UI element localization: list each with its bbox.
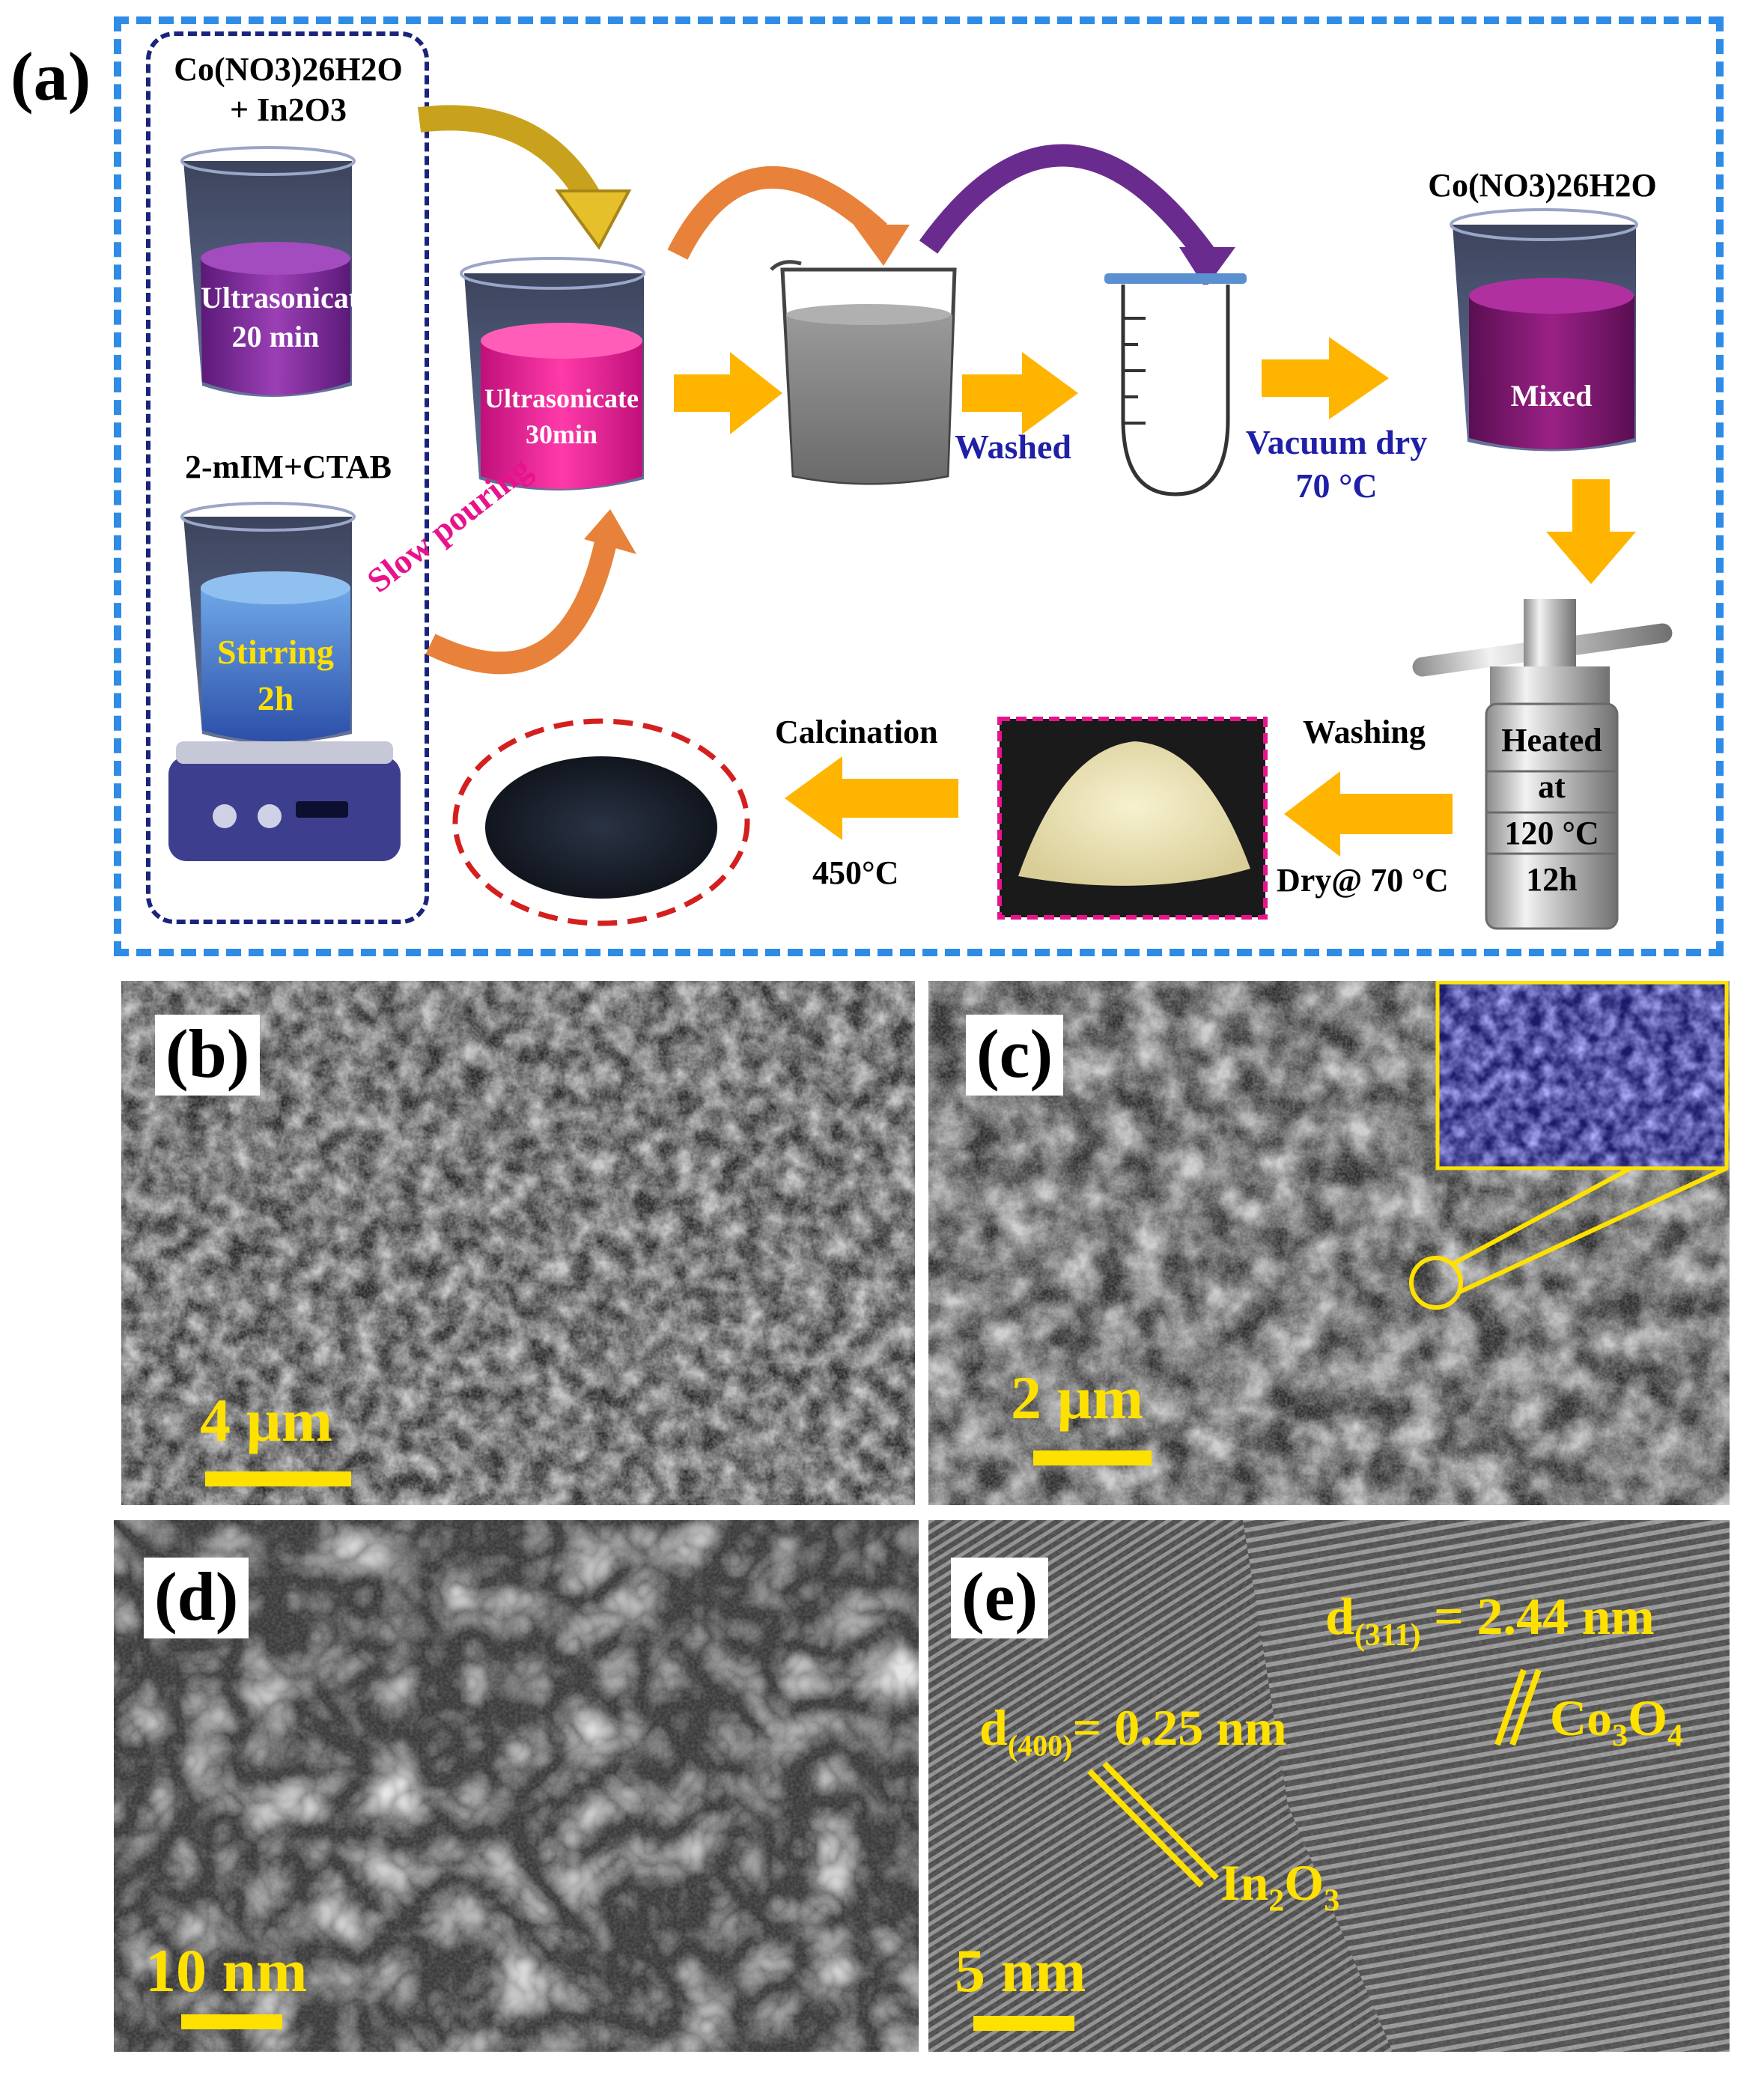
- panel-a-label: (a): [10, 38, 91, 115]
- slow-pouring-arrow: [425, 536, 618, 675]
- co3o4-b: 3: [1612, 1719, 1628, 1754]
- black-powder-image: [452, 718, 750, 926]
- dry-label: Dry@ 70 °C: [1277, 862, 1449, 899]
- beaker2-label: Stirring 2h: [201, 629, 350, 722]
- panel-c-label: (c): [966, 1015, 1064, 1096]
- orange-curved-arrow: [667, 165, 888, 260]
- stirrer-plate: [168, 756, 401, 861]
- d311-label: d(311) = 2.44 nm: [1325, 1588, 1655, 1653]
- beaker1-line2: 20 min: [231, 320, 320, 353]
- vacuum-dry-line1: Vacuum dry: [1245, 423, 1428, 461]
- in2o3-d: 3: [1324, 1883, 1340, 1918]
- panel-d: (d) 10 nm: [114, 1520, 919, 2052]
- heated-line1: Heated: [1501, 722, 1602, 759]
- heated-line2: at: [1538, 768, 1566, 805]
- panel-d-label: (d): [144, 1558, 249, 1638]
- in2o3-marker-2: [1102, 1761, 1219, 1880]
- beaker-stirring-2h: [168, 502, 401, 861]
- heated-label: Heated at 120 °C 12h: [1486, 717, 1617, 903]
- reagent-top-line1: Co(NO3)26H2O: [174, 51, 403, 88]
- arrow-right-3: [1262, 337, 1389, 419]
- co3o4-a: Co: [1550, 1689, 1613, 1746]
- arrow-right-2: [962, 352, 1078, 434]
- panel-a-frame: [114, 16, 1724, 956]
- d400-prefix: d: [979, 1699, 1008, 1756]
- reagent-top-line2: + In2O3: [230, 91, 347, 128]
- d400-value: = 0.25 nm: [1072, 1699, 1287, 1756]
- reagent-right-label: Co(NO3)26H2O: [1428, 167, 1657, 204]
- d311-prefix: d: [1325, 1588, 1354, 1646]
- panel-c-scale-bar: [1033, 1450, 1152, 1465]
- process-graphics: [168, 105, 1673, 930]
- in2o3-c: O: [1284, 1854, 1324, 1911]
- in2o3-b: 2: [1268, 1883, 1285, 1918]
- panel-b-scale-text: 4 µm: [200, 1386, 333, 1454]
- beaker2-line2: 2h: [257, 679, 294, 717]
- co3o4-marker-1: [1494, 1668, 1527, 1746]
- d400-sub: (400): [1007, 1728, 1073, 1763]
- heated-line4: 12h: [1526, 861, 1578, 898]
- washed-label: Washed: [955, 428, 1071, 466]
- beaker-ultrasonicate-20min: [180, 146, 356, 397]
- arrow-down: [1546, 479, 1636, 584]
- beaker-mixed: [1450, 208, 1638, 452]
- panel-b-scale-bar: [205, 1471, 351, 1486]
- panel-d-scale-text: 10 nm: [145, 1936, 308, 2005]
- co3o4-c: O: [1628, 1689, 1668, 1746]
- glass-beaker: [770, 260, 957, 485]
- in2o3-marker-1: [1087, 1769, 1204, 1888]
- vacuum-dry-label: Vacuum dry 70 °C: [1232, 421, 1441, 508]
- vacuum-dry-line2: 70 °C: [1295, 467, 1378, 505]
- beaker3-line1: Ultrasonicate: [484, 383, 639, 413]
- d311-sub: (311): [1354, 1618, 1421, 1653]
- beaker3-line2: 30min: [525, 419, 597, 449]
- sem-image-b: [121, 981, 915, 1505]
- beaker1-label: Ultrasonicate 20 min: [201, 279, 372, 356]
- co3o4-label: Co3O4: [1550, 1689, 1683, 1755]
- beaker2-line1: Stirring: [217, 633, 334, 671]
- panel-b-label: (b): [155, 1015, 261, 1096]
- panel-e-label: (e): [951, 1558, 1049, 1638]
- arrow-left-2: [785, 756, 958, 840]
- centrifuge-tube: [1104, 273, 1247, 496]
- panel-e-scale-text: 5 nm: [955, 1936, 1086, 2005]
- zoom-circle: [1409, 1256, 1463, 1310]
- yellow-curved-arrow: [417, 105, 603, 209]
- panel-e-scale-bar: [973, 2016, 1074, 2031]
- panel-d-scale-bar: [181, 2014, 282, 2029]
- co3o4-d: 4: [1667, 1719, 1684, 1754]
- calcination-label: Calcination: [775, 714, 938, 750]
- beaker-ultrasonicate-30min: [460, 257, 645, 490]
- arrow-left-1: [1284, 771, 1453, 857]
- panel-c: (c) 2 µm: [928, 981, 1730, 1505]
- washing-label: Washing: [1303, 714, 1426, 750]
- d311-value: = 2.44 nm: [1420, 1588, 1655, 1646]
- beaker1-line1: Ultrasonicate: [201, 281, 372, 315]
- d400-label: d(400)= 0.25 nm: [979, 1698, 1287, 1763]
- reagent-bottom-label: 2-mIM+CTAB: [184, 449, 392, 485]
- in2o3-a: In: [1220, 1854, 1269, 1911]
- reagent-group-frame: [146, 31, 429, 924]
- panel-e: (e) d(311) = 2.44 nm Co3O4 d(400)= 0.25 …: [928, 1520, 1730, 2052]
- calcination-temp-label: 450°C: [812, 854, 899, 891]
- autoclave: [1412, 599, 1673, 930]
- panel-c-scale-text: 2 µm: [1011, 1364, 1144, 1432]
- purple-curved-arrow: [919, 144, 1215, 261]
- arrow-right-1: [674, 352, 782, 434]
- reagent-top-label: Co(NO3)26H2O + In2O3: [150, 49, 427, 130]
- mixed-label: Mixed: [1510, 379, 1593, 413]
- panel-b: (b) 4 µm: [121, 981, 915, 1505]
- heated-line3: 120 °C: [1504, 815, 1599, 851]
- yellow-powder-image: [997, 717, 1268, 920]
- beaker3-label: Ultrasonicate 30min: [481, 380, 642, 452]
- in2o3-label: In2O3: [1220, 1853, 1339, 1919]
- co3o4-marker-2: [1509, 1668, 1542, 1746]
- hrtem-image-e: [928, 1520, 1730, 2052]
